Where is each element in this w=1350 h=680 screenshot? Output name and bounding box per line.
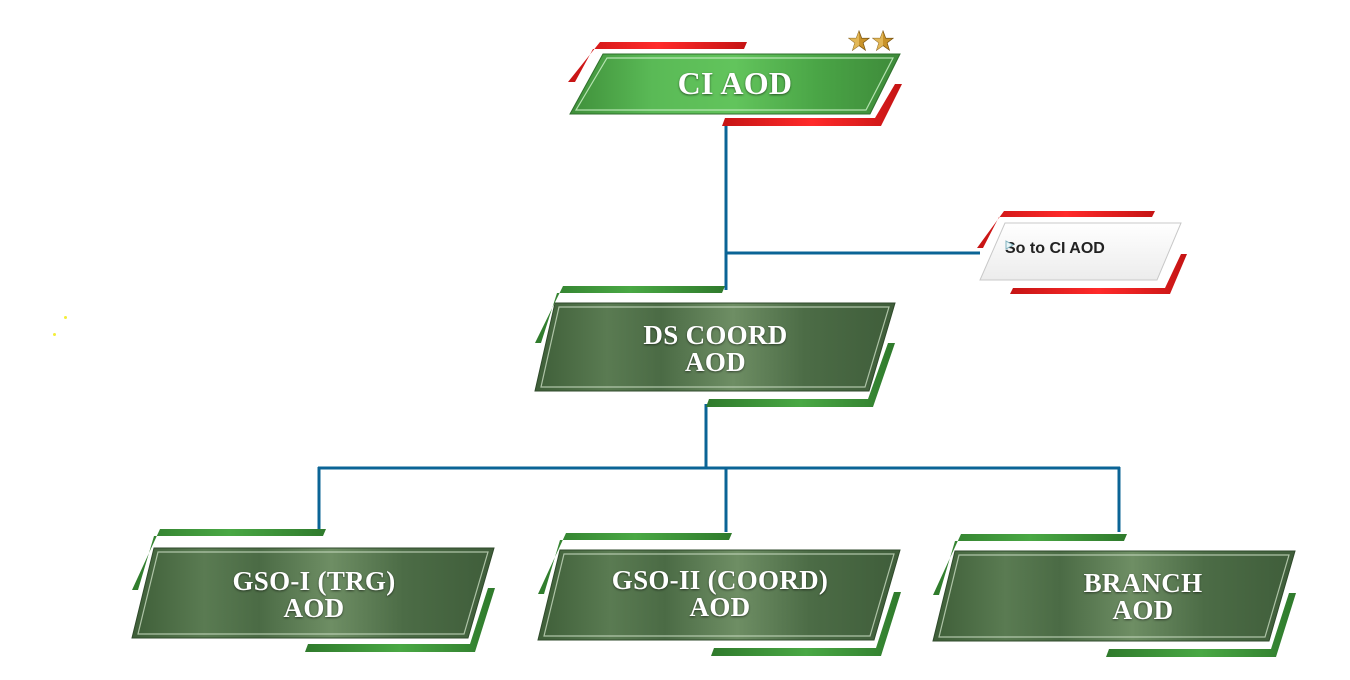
node-label-line-2: AOD [1112, 595, 1174, 625]
node-shape [534, 286, 896, 407]
decorative-sparkle [53, 333, 56, 336]
green-accent-top [132, 529, 326, 590]
node-so-to-ci-aod[interactable]: So to CI AOD [975, 210, 1190, 296]
green-accent-top [933, 534, 1127, 595]
green-accent-bottom [706, 343, 895, 407]
red-accent-top [568, 42, 747, 82]
node-label-line-1: BRANCH [1083, 568, 1203, 598]
play-triangle-icon [1005, 240, 1015, 250]
node-label-line-1: DS COORD [643, 320, 788, 350]
node-label: CI AOD [677, 65, 793, 101]
green-accent-bottom [711, 592, 901, 656]
star-icon [872, 30, 894, 52]
star-icon [848, 30, 870, 52]
red-accent-top [977, 211, 1155, 248]
node-shape [131, 529, 495, 652]
two-stars-icon [848, 30, 894, 52]
node-label-line-2: AOD [283, 593, 345, 623]
node-label-line-1: GSO-I (TRG) [232, 566, 396, 596]
decorative-sparkle [64, 316, 67, 319]
red-accent-bottom [1010, 254, 1187, 294]
green-accent-top [538, 533, 732, 594]
node-ci-aod[interactable]: CI AOD [565, 40, 905, 128]
node-shape [932, 534, 1296, 657]
node-label-line-2: AOD [685, 347, 746, 377]
node-shape [977, 211, 1187, 294]
node-label-line-2: AOD [689, 592, 751, 622]
node-gso-ii-coord-aod[interactable]: GSO-II (COORD) AOD [536, 532, 904, 656]
node-shape [568, 42, 902, 126]
node-label-line-1: GSO-II (COORD) [611, 565, 829, 595]
red-accent-bottom [722, 84, 902, 126]
node-shape [537, 533, 901, 656]
node-ds-coord-aod[interactable]: DS COORD AOD [533, 285, 898, 407]
node-gso-i-trg-aod[interactable]: GSO-I (TRG) AOD [130, 528, 498, 652]
green-accent-top [535, 286, 725, 343]
node-branch-aod[interactable]: BRANCH AOD [931, 533, 1299, 657]
node-label: So to CI AOD [1005, 240, 1105, 257]
green-accent-bottom [305, 588, 495, 652]
green-accent-bottom [1106, 593, 1296, 657]
